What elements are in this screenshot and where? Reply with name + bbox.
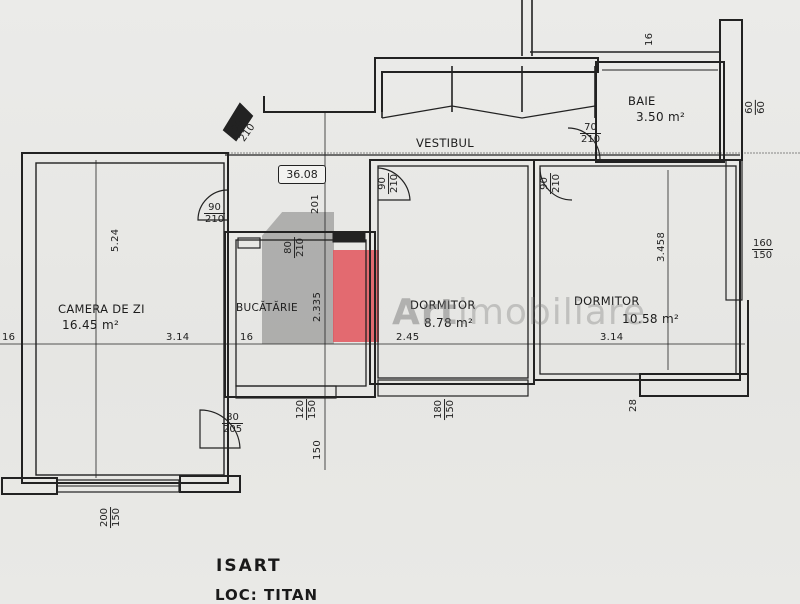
kitchen-appliance [237,237,261,249]
area-badge: 36.08 [278,165,326,184]
room-name-living: CAMERA DE ZI [58,302,145,316]
bathroom-walls [595,61,725,163]
kitchen-window [235,385,337,399]
dim-top-wall: 16 [644,32,655,46]
door-swing-baie [567,127,601,161]
room-area-living: 16.45 m² [62,318,120,332]
room-name-bathroom: BAIE [628,94,656,108]
room-area-bedroom2: 10.58 m² [622,312,680,326]
watermark-text: Artimobiliare [392,292,646,333]
bedroom1-window [377,379,529,397]
living-room-walls [21,152,229,484]
dim-living-height: 5.24 [110,228,121,252]
watermark-logo-grey [262,212,334,344]
dim-kitchen-height: 2.335 [312,291,323,322]
watermark-logo-red [333,250,379,342]
room-name-bedroom1: DORMITOR [410,298,476,312]
room-area-bathroom: 3.50 m² [636,110,686,124]
room-name-bedroom2: DORMITOR [574,294,640,308]
dim-left-edge: 16 [2,332,16,343]
handwritten-title: ISART [216,556,282,576]
entry-stair-mark [222,102,254,142]
dim-bedroom2-width: 3.14 [600,332,624,343]
dim-bottom-right: 28 [628,398,639,412]
living-bottom-wall-right [179,475,241,493]
door-swing-dorm1 [377,167,411,201]
dim-bedroom2-height: 3.458 [656,231,667,262]
dim-living-width: 3.14 [166,332,190,343]
bedroom1-inner [377,165,529,379]
room-area-bedroom1: 8.78 m² [424,316,474,330]
room-name-vestibul: VESTIBUL [416,136,474,150]
door-swing-living [197,189,229,221]
dim-bedroom1-width: 2.45 [396,332,420,343]
bedroom2-bottom-wall [639,373,749,397]
door-swing-entry [199,409,241,449]
bedroom2-inner [539,165,737,375]
dim-misc: 201 [310,194,321,214]
bedroom2-walls [533,159,741,381]
kitchen-walls [224,231,376,398]
door-swing-dorm2 [539,167,573,201]
dim-kitchen-width: 16 [240,332,254,343]
dim-kitchen-side: 150 [312,440,323,460]
vestibul-top-wall [263,57,599,113]
handwritten-location: LOC: TITAN [215,586,319,604]
vestibul-windows [381,66,596,118]
room-name-kitchen: BUCĂTĂRIE [236,302,298,314]
kitchen-sink [332,231,366,243]
top-shaft [521,0,720,56]
bedroom2-right-window [725,159,743,301]
living-bottom-wall [1,477,58,495]
corridor-zigzag [381,105,596,119]
